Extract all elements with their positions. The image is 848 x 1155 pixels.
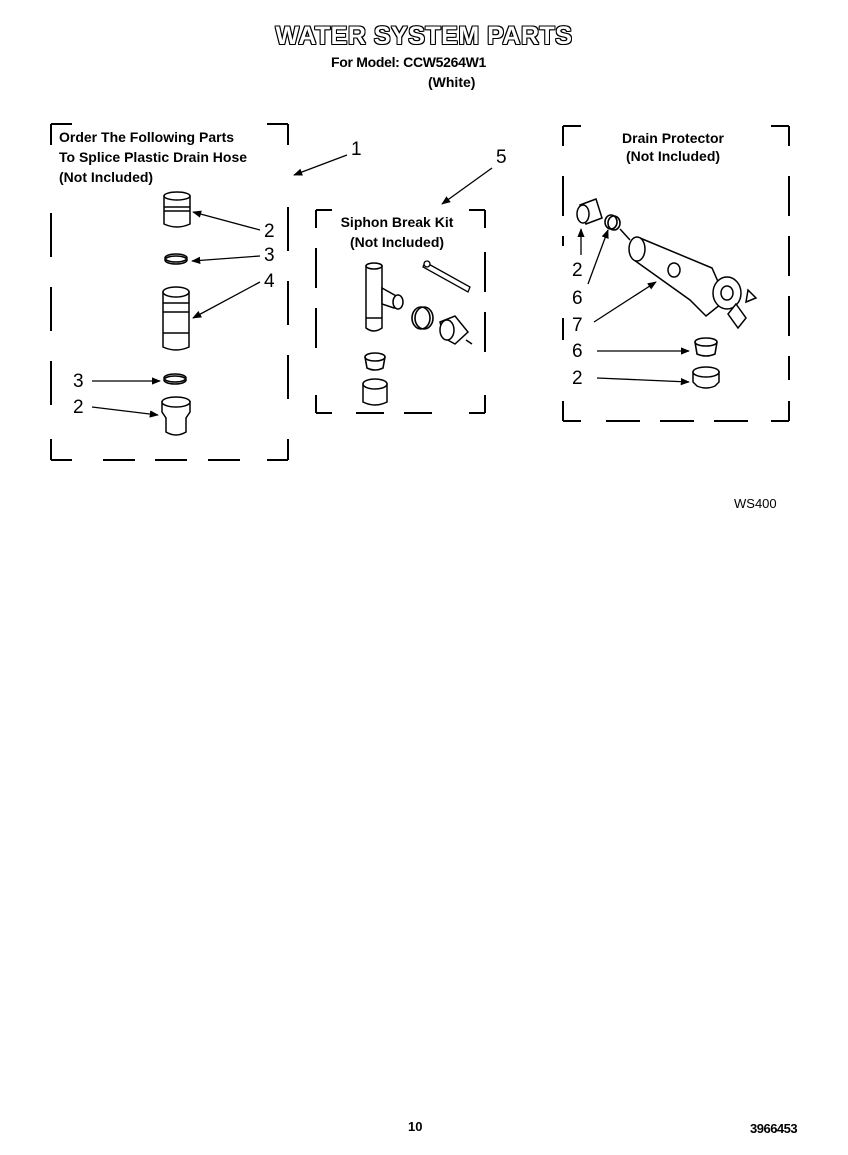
siphon-panel-title: Siphon Break Kit (Not Included) <box>318 212 476 252</box>
callout-2-drain-bottom: 2 <box>572 368 583 389</box>
siphon-tee <box>365 262 404 332</box>
splice-line-2: To Splice Plastic Drain Hose <box>59 149 248 165</box>
siphon-clamp-side <box>411 306 434 330</box>
callout-2-drain-top: 2 <box>572 260 583 281</box>
drain-coupling-bottom <box>692 366 720 389</box>
figure-code: WS400 <box>734 496 777 511</box>
callout-4-splice: 4 <box>264 271 275 292</box>
arrow-callout-2-drain-bottom <box>596 377 690 386</box>
siphon-panel-frame <box>315 209 486 414</box>
callout-1: 1 <box>351 139 362 160</box>
arrow-callout-4-splice <box>192 281 261 319</box>
siphon-line-1: Siphon Break Kit <box>340 214 454 230</box>
arrow-callout-5 <box>441 167 493 205</box>
callout-2-splice-top: 2 <box>264 221 275 242</box>
part-number: 3966453 <box>750 1121 798 1136</box>
drain-panel-frame <box>562 125 790 422</box>
page-title: WATER SYSTEM PARTS <box>275 22 573 50</box>
splice-line-1: Order The Following Parts <box>59 129 235 145</box>
callout-3-splice-top: 3 <box>264 245 275 266</box>
splice-coupling-bottom <box>161 396 191 436</box>
page-number: 10 <box>408 1119 423 1134</box>
splice-connector <box>162 286 190 351</box>
arrow-callout-6-drain-top <box>587 229 609 285</box>
splice-clamp-top <box>164 253 188 265</box>
splice-panel-frame <box>50 123 289 461</box>
siphon-clamp-bottom <box>364 352 386 371</box>
model-label: For Model: CCW5264W1 <box>331 54 487 70</box>
drain-line-2: (Not Included) <box>625 148 721 164</box>
drain-body <box>619 228 758 330</box>
callout-6-drain-top: 6 <box>572 288 583 309</box>
splice-line-3: (Not Included) <box>59 169 154 185</box>
drain-line-1: Drain Protector <box>622 130 724 146</box>
callout-2-splice-bottom: 2 <box>73 397 84 418</box>
splice-clamp-bottom <box>163 373 187 385</box>
siphon-line-2: (Not Included) <box>349 234 445 250</box>
drain-clamp-bottom <box>694 337 718 357</box>
arrow-callout-2-splice-top <box>192 210 261 231</box>
callout-6-drain-bottom: 6 <box>572 341 583 362</box>
siphon-strap <box>422 260 471 293</box>
color-label: (White) <box>428 74 476 90</box>
arrow-callout-3-splice-top <box>191 255 261 265</box>
drain-clamp-top <box>604 214 621 231</box>
drain-coupling-top <box>576 198 603 225</box>
arrow-callout-1 <box>293 154 348 176</box>
splice-panel-title: Order The Following Parts To Splice Plas… <box>59 127 247 187</box>
splice-coupling-top <box>163 191 191 228</box>
arrow-callout-2-splice-bottom <box>91 406 159 418</box>
siphon-coupling-bottom <box>362 378 388 406</box>
callout-7-drain: 7 <box>572 315 583 336</box>
arrow-callout-7-drain <box>593 281 657 323</box>
siphon-coupling-side <box>439 315 473 345</box>
callout-5: 5 <box>496 147 507 168</box>
callout-3-splice-bottom: 3 <box>73 371 84 392</box>
drain-panel-title: Drain Protector (Not Included) <box>596 129 750 165</box>
